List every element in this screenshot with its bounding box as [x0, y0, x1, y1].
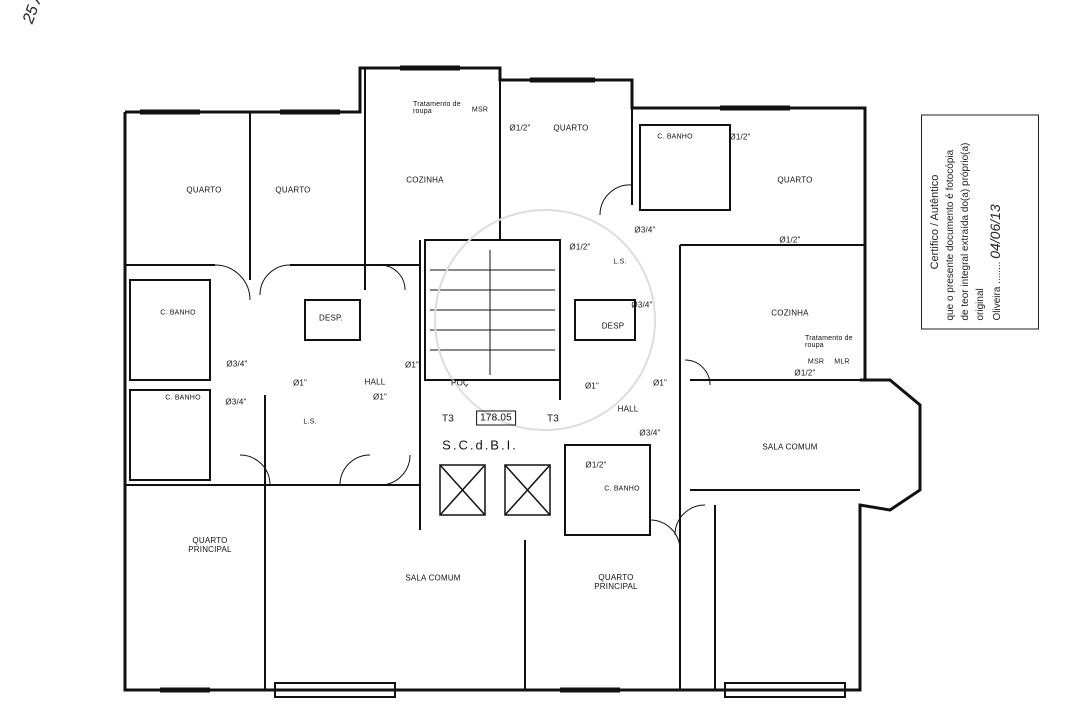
- area-label: 178.05: [476, 410, 516, 426]
- watermark: [434, 209, 656, 431]
- stamp-date: 04/06/13: [987, 204, 1003, 259]
- pipe-label: Ø3/4": [639, 428, 661, 438]
- pipe-label: Ø3/4": [226, 359, 248, 369]
- room-label-mlr: MLR: [834, 358, 850, 366]
- room-label-quarto-principal: QUARTO PRINCIPAL: [594, 573, 638, 591]
- room-label-cozinha: COZINHA: [406, 175, 444, 185]
- room-label-quarto: QUARTO: [553, 123, 589, 133]
- room-label-hall: HALL: [364, 377, 386, 387]
- room-label-quarto-principal: QUARTO PRINCIPAL: [188, 536, 232, 554]
- room-label-quarto: QUARTO: [186, 185, 222, 195]
- pipe-label: Ø1": [584, 381, 600, 391]
- room-label-tratamento-roupa: Tratamento de roupa: [805, 335, 853, 349]
- room-label-msr: MSR: [807, 358, 825, 366]
- door-swings: [214, 184, 711, 551]
- pipe-label: Ø1": [652, 378, 668, 388]
- room-label-quarto: QUARTO: [275, 185, 311, 195]
- stamp-line: de teor integral extraída do(a) próprio(…: [960, 142, 971, 321]
- pipe-label: Ø3/4": [225, 397, 247, 407]
- stamp-line: Certifico / Autêntico: [929, 174, 941, 270]
- room-label-desp: DESP: [601, 321, 625, 331]
- certification-stamp: Certifico / Autêntico que o presente doc…: [905, 112, 1055, 332]
- stamp-line: Oliveira: [992, 286, 1003, 321]
- elevators: [439, 464, 551, 516]
- room-label-c-banho: C. BANHO: [604, 485, 640, 493]
- pipe-label: Ø1": [404, 360, 420, 370]
- pipe-label: Ø1": [292, 378, 308, 388]
- room-label-cozinha: COZINHA: [771, 308, 809, 318]
- stamp-line: que o presente documento é fotocópia: [945, 149, 956, 321]
- unit-type-t3: T3: [441, 413, 455, 425]
- room-label-sala-comum: SALA COMUM: [762, 442, 818, 452]
- room-label-c-banho: C. BANHO: [160, 309, 196, 317]
- room-label-hall: HALL: [617, 404, 639, 414]
- room-label-c-banho: C. BANHO: [657, 133, 693, 141]
- pipe-label: Ø1/2": [794, 368, 816, 378]
- room-label-quarto: QUARTO: [777, 175, 813, 185]
- inner-walls: [125, 68, 865, 690]
- pipe-label: Ø1/2": [569, 242, 591, 252]
- windows: [140, 65, 846, 698]
- room-label-tratamento-roupa: Tratamento de roupa: [413, 101, 461, 115]
- room-label-desp: DESP.: [319, 313, 343, 323]
- pipe-label: Ø1": [372, 392, 388, 402]
- label-ls: L.S.: [613, 258, 627, 266]
- pipe-label: Ø1/2": [509, 123, 531, 133]
- scdbi-label: S.C.d.B.I.: [442, 437, 518, 453]
- room-label-sala-comum: SALA COMUM: [405, 573, 461, 583]
- pipe-label: Ø1/2": [779, 235, 801, 245]
- room-label-c-banho: C. BANHO: [165, 394, 201, 402]
- pipe-label: Ø3/4": [634, 225, 656, 235]
- room-label-msr: MSR: [471, 106, 489, 114]
- label-ls: L.S.: [303, 418, 317, 426]
- stamp-line: original: [975, 288, 986, 321]
- pipe-label: Ø3/4": [631, 300, 653, 310]
- pipe-label: Ø1/2": [585, 460, 607, 470]
- unit-type-t3: T3: [546, 413, 560, 425]
- stairs: [430, 250, 555, 375]
- pipe-label: Ø1/2": [729, 132, 751, 142]
- room-label-poco: POÇ: [451, 378, 469, 388]
